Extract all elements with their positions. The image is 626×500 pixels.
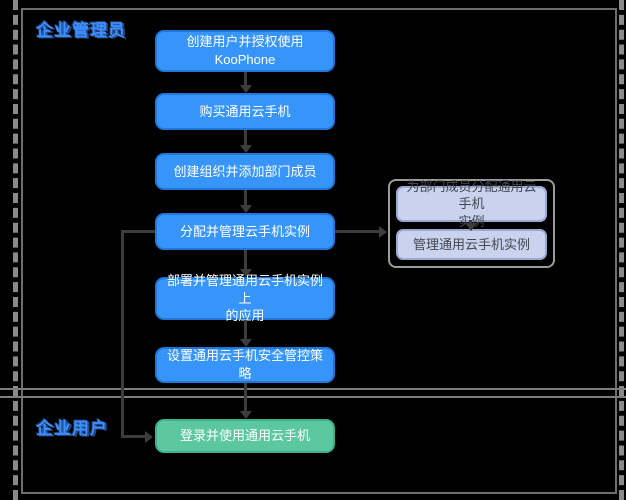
flow-node-assign-manage-instances: 分配并管理云手机实例 (155, 213, 335, 250)
arrow-head-down-icon (240, 145, 252, 153)
flow-node-create-organization: 创建组织并添加部门成员 (155, 153, 335, 190)
arrow-head-down-icon (240, 205, 252, 213)
lane-label-enterprise-admin: 企业管理员 (36, 21, 126, 40)
flow-node-deploy-apps: 部署并管理通用云手机实例上 的应用 (155, 273, 335, 323)
arrow-line (335, 230, 380, 233)
connector-line (121, 230, 124, 438)
page-edge-dashed-left (13, 0, 18, 500)
flow-node-create-user: 创建用户并授权使用 KooPhone (155, 30, 335, 72)
flow-node-login-use-cloud-phone: 登录并使用通用云手机 (155, 419, 335, 453)
connector-line (121, 435, 147, 438)
side-node-assign-instances-to-members: 为部门成员分配通用云手机 实例 (396, 179, 547, 229)
arrow-head-down-icon (240, 269, 252, 277)
arrow-head-down-icon (240, 85, 252, 93)
arrow-head-right-icon (379, 226, 387, 238)
arrow-line (244, 383, 247, 412)
arrow-head-down-icon (465, 223, 477, 231)
lane-divider-line (0, 396, 626, 398)
side-node-manage-instances: 管理通用云手机实例 (396, 229, 547, 260)
swimlane-frame (21, 8, 617, 494)
arrow-head-down-icon (240, 411, 252, 419)
lane-label-enterprise-user: 企业用户 (36, 419, 108, 438)
arrow-line (244, 250, 247, 270)
arrow-line (244, 190, 247, 206)
flow-node-security-policy: 设置通用云手机安全管控策略 (155, 347, 335, 383)
arrow-line (244, 130, 247, 146)
lane-divider-line (0, 388, 626, 390)
arrow-line (244, 320, 247, 340)
arrow-head-down-icon (240, 339, 252, 347)
side-step-group (388, 179, 555, 268)
arrow-head-right-icon (145, 431, 153, 443)
connector-line (121, 230, 155, 233)
arrow-line (469, 220, 472, 224)
arrow-line (244, 72, 247, 86)
page-edge-dashed-right (619, 0, 624, 500)
flow-node-purchase-cloud-phone: 购买通用云手机 (155, 93, 335, 130)
